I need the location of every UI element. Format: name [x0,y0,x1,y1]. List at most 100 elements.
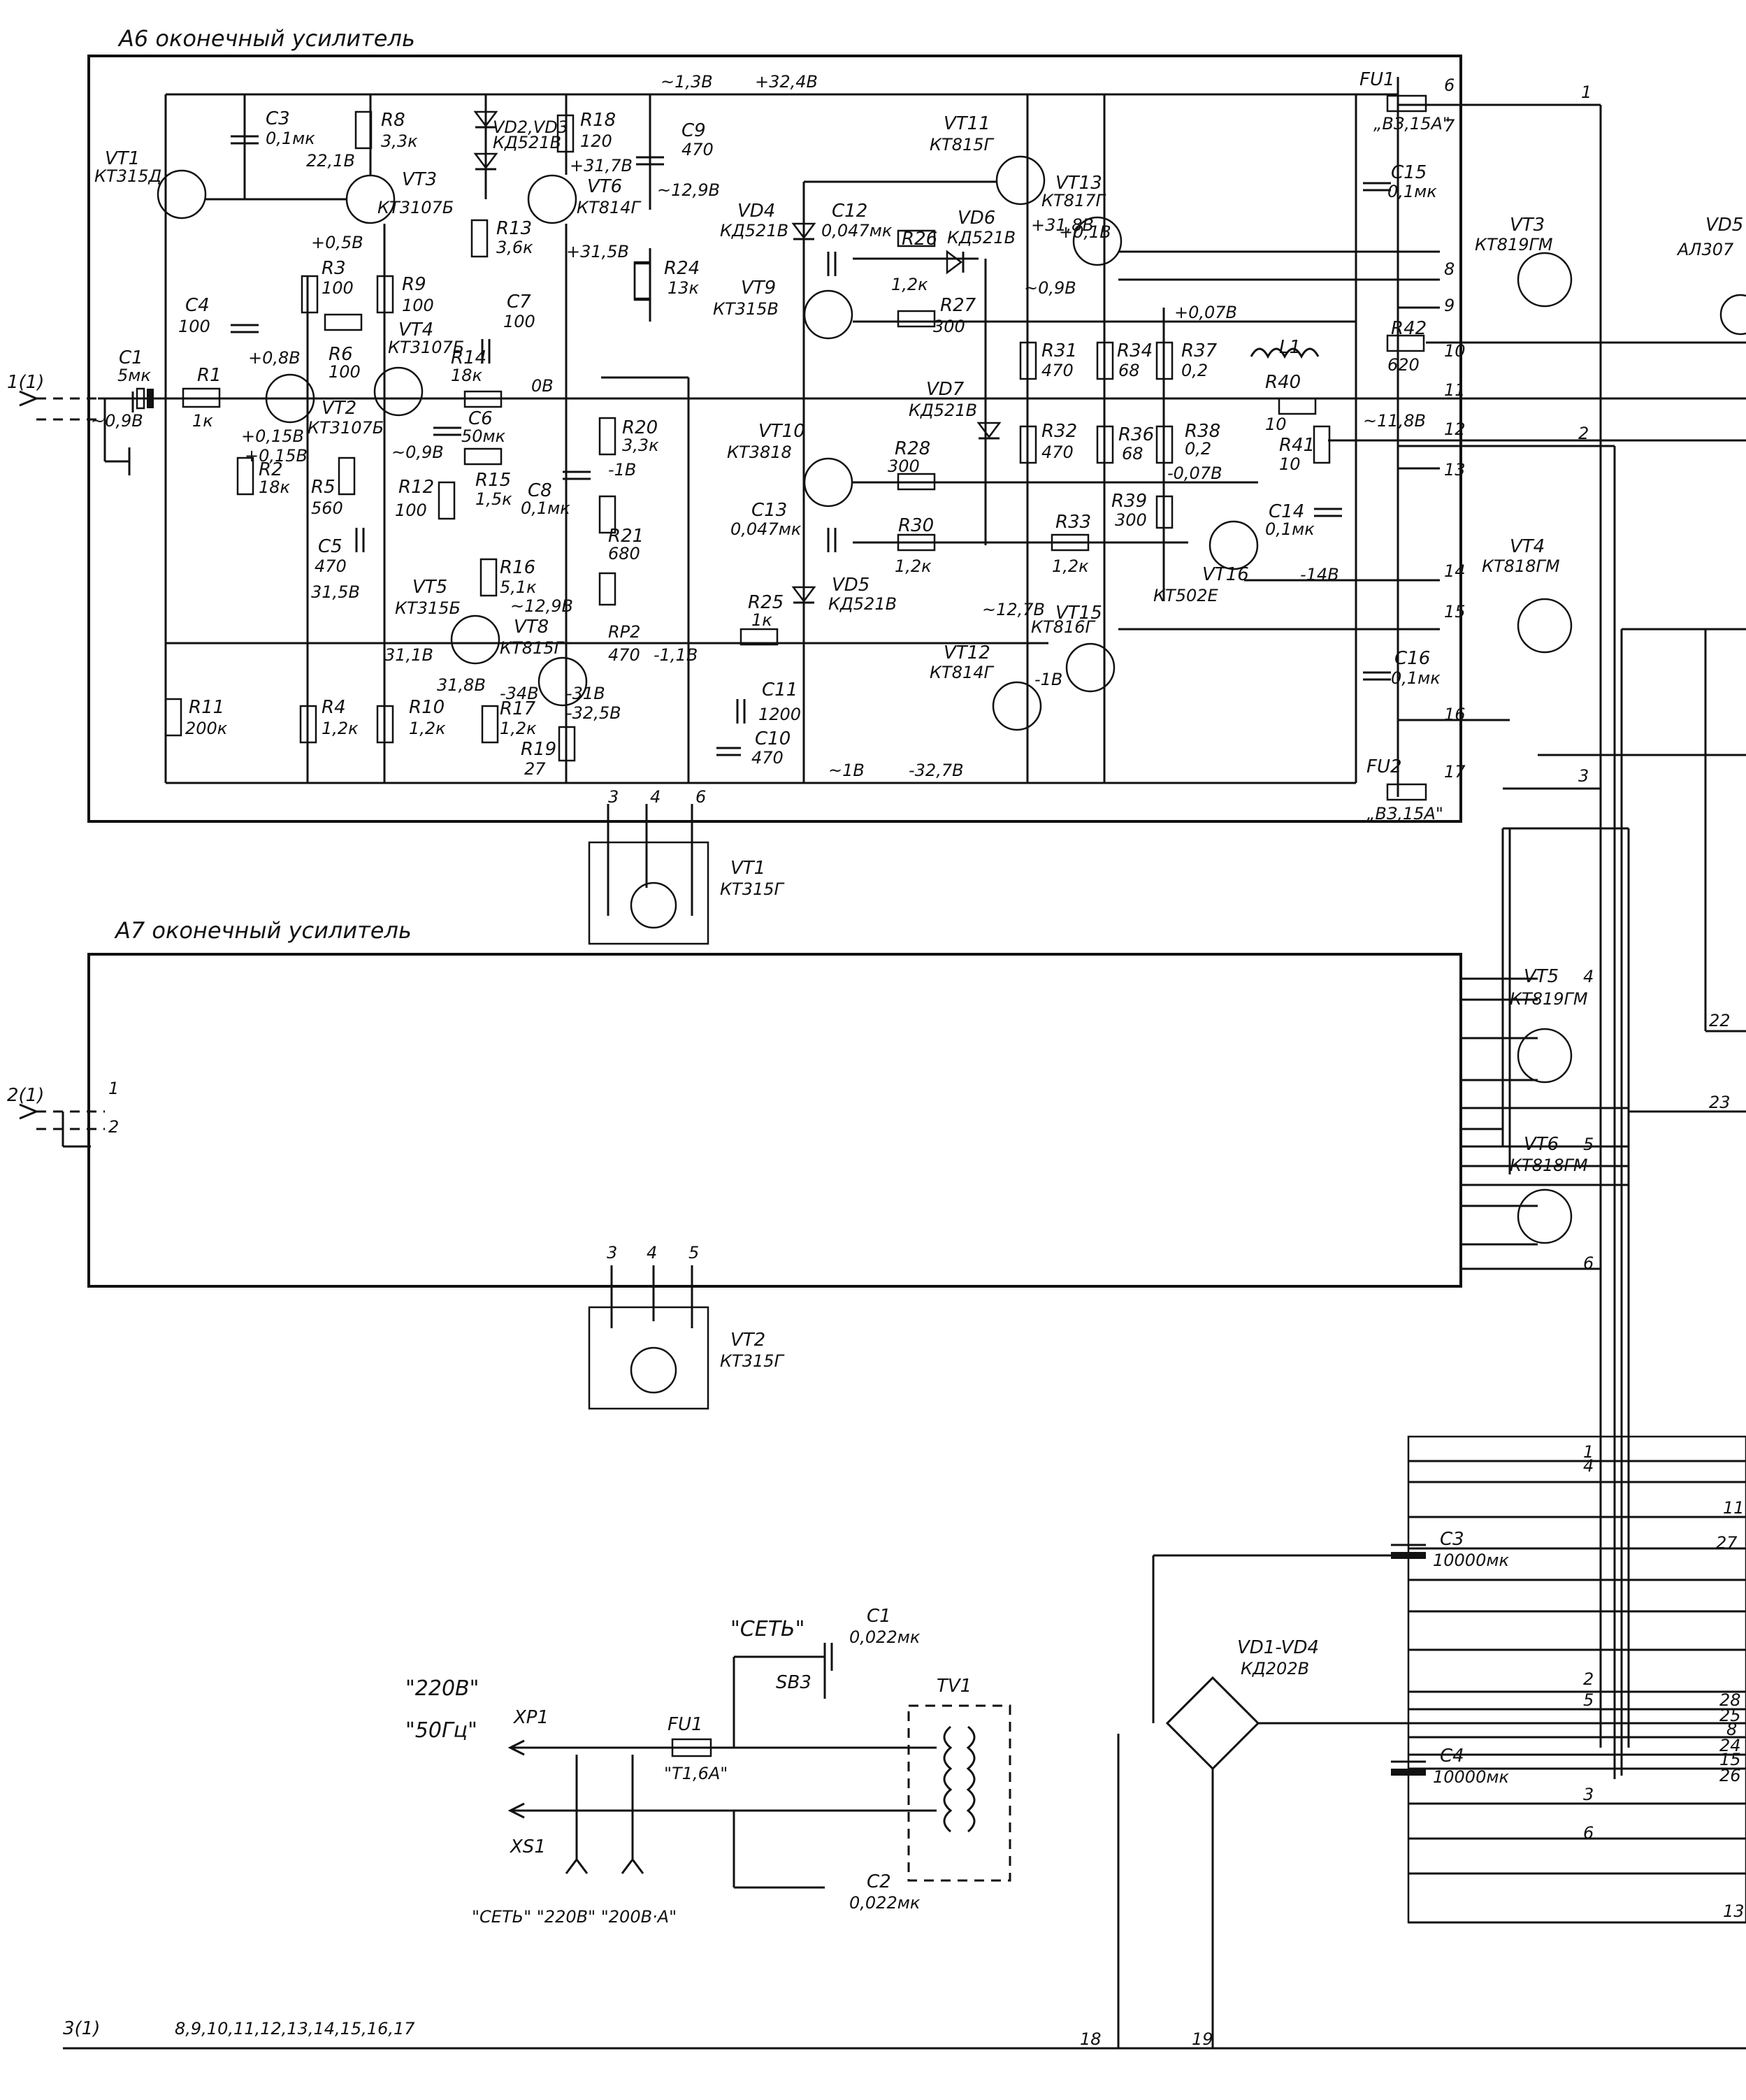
r9-label: R9 [402,274,426,295]
c4-psu-label: C4 [1440,1746,1464,1767]
vt4-transistor [373,366,424,417]
c3-psu-value: 10000мк [1433,1551,1509,1570]
vd4-label: VD4 [737,201,775,222]
vt1-transistor [157,169,207,220]
svg-text:~12,9В: ~12,9В [510,596,573,616]
svg-text:-14В: -14В [1300,565,1339,584]
tv1-label: TV1 [937,1676,972,1697]
svg-text:~0,9В: ~0,9В [391,443,444,462]
vd6-value: КД521В [947,228,1016,247]
r2-value: 18к [259,477,291,497]
fu1-psu-value: "Т1,6А" [664,1764,728,1783]
r13-value: 3,6к [496,238,533,257]
c4-label: C4 [185,295,210,316]
vt16-transistor [1209,520,1259,570]
a6-pin-10: 10 [1444,341,1466,361]
a7-pin-1: 1 [108,1079,119,1098]
connector-1-label: 1(1) [7,372,44,393]
svg-text:+32,4В: +32,4В [755,72,818,92]
vt1-sensor-value: КТ315Г [720,879,785,899]
vd5-ext-label: VD5 [1705,215,1743,236]
a6-voltages: ~1,3В +32,4В 22,1В +31,7В +31,8В +31,5В … [91,72,1426,780]
fu1-a6-label: FU1 [1359,69,1395,90]
c4-psu-value: 10000мк [1433,1767,1509,1787]
svg-text:5: 5 [688,1243,699,1263]
svg-text:+0,8В: +0,8В [248,348,301,368]
r37-label: R37 [1181,340,1218,361]
r3-label: R3 [322,258,346,279]
vd5-ext-value: АЛ307 [1676,240,1734,259]
a7-block-frame [87,953,1462,1288]
vd2-value: КД521В [493,133,561,152]
r32-value: 470 [1041,443,1074,462]
svg-text:~0,9В: ~0,9В [1024,278,1076,298]
a6-capacitors [131,135,1391,756]
c8-label: C8 [528,480,552,501]
c11-value: 1200 [758,705,801,724]
r37-value: 0,2 [1181,361,1208,380]
c9-value: 470 [681,140,714,159]
r26-value: 1,2к [891,275,928,294]
c2-psu-value: 0,022мк [849,1893,921,1913]
psu-wire-28: 28 [1719,1690,1741,1710]
r32-label: R32 [1041,421,1077,442]
r3-value: 100 [322,278,354,298]
vt2-a6-label: VT2 [322,398,356,419]
vt2-a6-value: КТ3107Б [308,418,384,438]
svg-text:4: 4 [647,1243,657,1263]
vt4-ext-label: VT4 [1510,536,1545,557]
vt2-sensor-label: VT2 [730,1330,765,1351]
c16-label: C16 [1394,648,1430,669]
vt2-sensor-transistor [630,1346,677,1394]
svg-text:~12,7В: ~12,7В [982,600,1045,619]
r40-label: R40 [1265,372,1301,393]
vt1-sensor-transistor [630,882,677,929]
vt6-ext-value: КТ818ГМ [1510,1156,1588,1175]
a6-pin-6: 6 [1444,75,1455,95]
vt8-transistor [537,656,588,707]
wire-1: 1 [1581,82,1592,102]
rp2-label: RP2 [608,622,640,642]
a6-pin-8: 8 [1444,259,1455,279]
bridge-rectifier [1165,1676,1260,1771]
c8-value: 0,1мк [521,498,570,518]
vt6-a6-label: VT6 [587,176,622,197]
input-1-jack [19,390,39,407]
r11-value: 200к [185,719,228,738]
svg-text:+0,07В: +0,07В [1174,303,1237,322]
vt5-a6-value: КТ315Б [395,598,461,618]
r1-label: R1 [197,365,222,386]
r21-value: 680 [608,544,640,563]
vt5-ext-value: КТ819ГМ [1510,989,1588,1009]
fu2-a6-label: FU2 [1366,756,1402,777]
r39-label: R39 [1111,491,1147,512]
r20-value: 3,3к [622,436,659,455]
c14-label: C14 [1269,501,1304,522]
vt4-ext-value: КТ818ГМ [1482,556,1560,576]
vt6-ext-transistor [1517,1188,1573,1244]
psu-wire-26: 26 [1719,1766,1741,1785]
vt9-value: КТ315В [713,299,779,319]
r10-label: R10 [409,697,445,718]
psu-wire-6: 6 [1583,1823,1594,1843]
r34-label: R34 [1117,340,1153,361]
r4-label: R4 [322,697,346,718]
r5-value: 560 [311,498,343,518]
psu-wire-5: 5 [1583,1690,1594,1710]
a7-pin-2: 2 [108,1117,119,1137]
wire-5: 5 [1583,1135,1594,1154]
r1-value: 1к [192,411,213,431]
vt9-transistor [803,289,853,340]
input-2-jack [19,1103,39,1120]
vd7-label: VD7 [926,379,965,400]
r8-label: R8 [381,110,405,131]
a6-pin-16: 16 [1444,705,1466,724]
vt13-transistor [1072,216,1123,266]
c12-value: 0,047мк [821,221,893,240]
r33-value: 1,2к [1052,556,1089,576]
svg-text:-32,7В: -32,7В [909,761,964,780]
r10-value: 1,2к [409,719,446,738]
c16-value: 0,1мк [1391,668,1441,688]
vt6-a6-value: КТ814Г [577,198,642,217]
